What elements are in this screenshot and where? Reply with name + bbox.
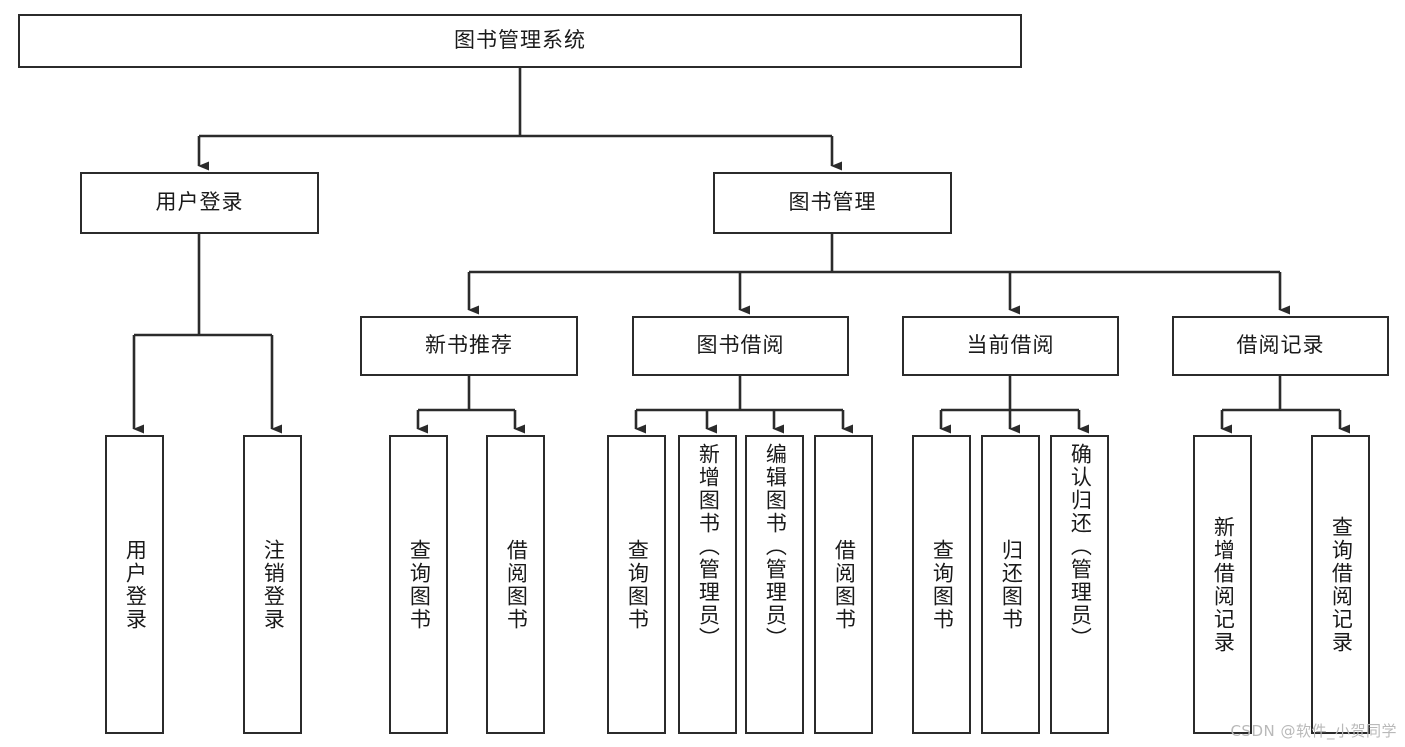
- node-root[interactable]: 图书管理系统: [18, 14, 1022, 68]
- node-borrow-records-label: 借阅记录: [1236, 333, 1325, 358]
- leaf-add-book-admin-label: 新增图书（管理员）: [696, 443, 721, 650]
- node-new-book-recommend-label: 新书推荐: [425, 333, 513, 358]
- leaf-return-books[interactable]: 归还图书: [981, 435, 1040, 734]
- leaf-add-borrow-record-label: 新增借阅记录: [1211, 515, 1236, 654]
- node-user-login[interactable]: 用户登录: [80, 172, 319, 234]
- leaf-edit-book-admin[interactable]: 编辑图书（管理员）: [745, 435, 804, 734]
- leaf-user-login[interactable]: 用户登录: [105, 435, 164, 734]
- leaf-query-books-new-label: 查询图书: [407, 538, 432, 631]
- node-book-borrow[interactable]: 图书借阅: [632, 316, 849, 376]
- leaf-query-books-current[interactable]: 查询图书: [912, 435, 971, 734]
- leaf-query-books-current-label: 查询图书: [930, 538, 955, 631]
- node-root-label: 图书管理系统: [454, 28, 586, 53]
- node-new-book-recommend[interactable]: 新书推荐: [360, 316, 578, 376]
- node-book-borrow-label: 图书借阅: [696, 333, 785, 358]
- leaf-borrow-books-new[interactable]: 借阅图书: [486, 435, 545, 734]
- leaf-user-login-label: 用户登录: [123, 538, 148, 631]
- leaf-confirm-return-admin-label: 确认归还（管理员）: [1068, 443, 1093, 650]
- watermark: CSDN @软件_小贺同学: [1230, 722, 1397, 740]
- leaf-borrow-books[interactable]: 借阅图书: [814, 435, 873, 734]
- leaf-borrow-books-label: 借阅图书: [832, 538, 857, 631]
- leaf-query-books-borrow[interactable]: 查询图书: [607, 435, 666, 734]
- leaf-query-books-new[interactable]: 查询图书: [389, 435, 448, 734]
- leaf-query-books-borrow-label: 查询图书: [625, 538, 650, 631]
- node-current-borrow[interactable]: 当前借阅: [902, 316, 1119, 376]
- node-book-management[interactable]: 图书管理: [713, 172, 952, 234]
- node-user-login-label: 用户登录: [155, 190, 244, 215]
- leaf-edit-book-admin-label: 编辑图书（管理员）: [763, 443, 788, 650]
- node-borrow-records[interactable]: 借阅记录: [1172, 316, 1389, 376]
- leaf-add-borrow-record[interactable]: 新增借阅记录: [1193, 435, 1252, 734]
- leaf-add-book-admin[interactable]: 新增图书（管理员）: [678, 435, 737, 734]
- leaf-confirm-return-admin[interactable]: 确认归还（管理员）: [1050, 435, 1109, 734]
- leaf-borrow-books-new-label: 借阅图书: [504, 538, 529, 631]
- leaf-query-borrow-record[interactable]: 查询借阅记录: [1311, 435, 1370, 734]
- leaf-query-borrow-record-label: 查询借阅记录: [1329, 515, 1354, 654]
- leaf-return-books-label: 归还图书: [999, 538, 1024, 631]
- node-book-management-label: 图书管理: [788, 190, 877, 215]
- leaf-logout[interactable]: 注销登录: [243, 435, 302, 734]
- node-current-borrow-label: 当前借阅: [966, 333, 1055, 358]
- leaf-logout-label: 注销登录: [261, 538, 286, 631]
